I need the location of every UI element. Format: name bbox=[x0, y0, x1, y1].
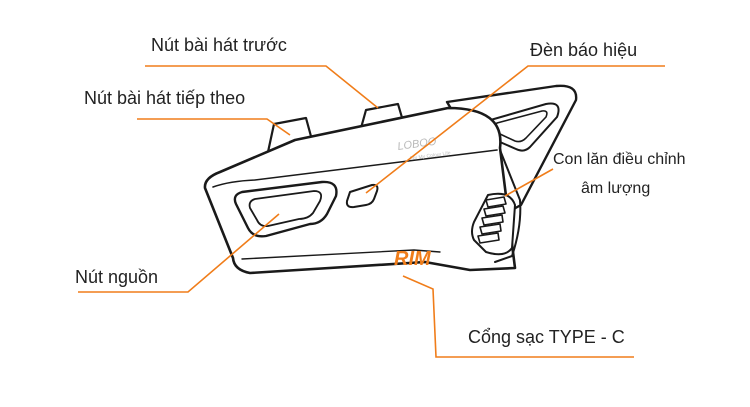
label-next-track: Nút bài hát tiếp theo bbox=[84, 88, 245, 108]
leader-power-button bbox=[78, 213, 280, 293]
model-mark: RIM bbox=[394, 248, 432, 270]
power-button-inner bbox=[248, 190, 323, 228]
body-crease bbox=[212, 149, 498, 188]
body-lower-edge bbox=[241, 249, 441, 260]
intercom-device bbox=[203, 84, 578, 275]
label-prev-track: Nút bài hát trước bbox=[151, 35, 287, 55]
leader-charging-port bbox=[402, 275, 634, 358]
brand-tagline: For My Colour Life bbox=[409, 150, 451, 162]
leader-prev-track bbox=[145, 65, 379, 109]
indicator-light bbox=[345, 183, 379, 209]
leader-lines bbox=[78, 65, 665, 358]
label-power-button: Nút nguồn bbox=[75, 267, 158, 287]
leader-indicator-light bbox=[365, 65, 665, 194]
side-panel bbox=[494, 149, 522, 263]
volume-wheel bbox=[477, 196, 507, 244]
power-button-outer bbox=[233, 180, 338, 238]
label-volume-wheel-line2: âm lượng bbox=[581, 180, 650, 197]
label-indicator-light: Đèn báo hiệu bbox=[530, 40, 637, 60]
label-volume-wheel-line1: Con lăn điều chỉnh bbox=[553, 151, 686, 168]
leader-volume-wheel bbox=[504, 168, 554, 197]
leader-next-track bbox=[137, 118, 291, 136]
label-charging-port: Cổng sạc TYPE - C bbox=[468, 327, 625, 347]
brand-logo: LOBOO bbox=[397, 136, 438, 153]
